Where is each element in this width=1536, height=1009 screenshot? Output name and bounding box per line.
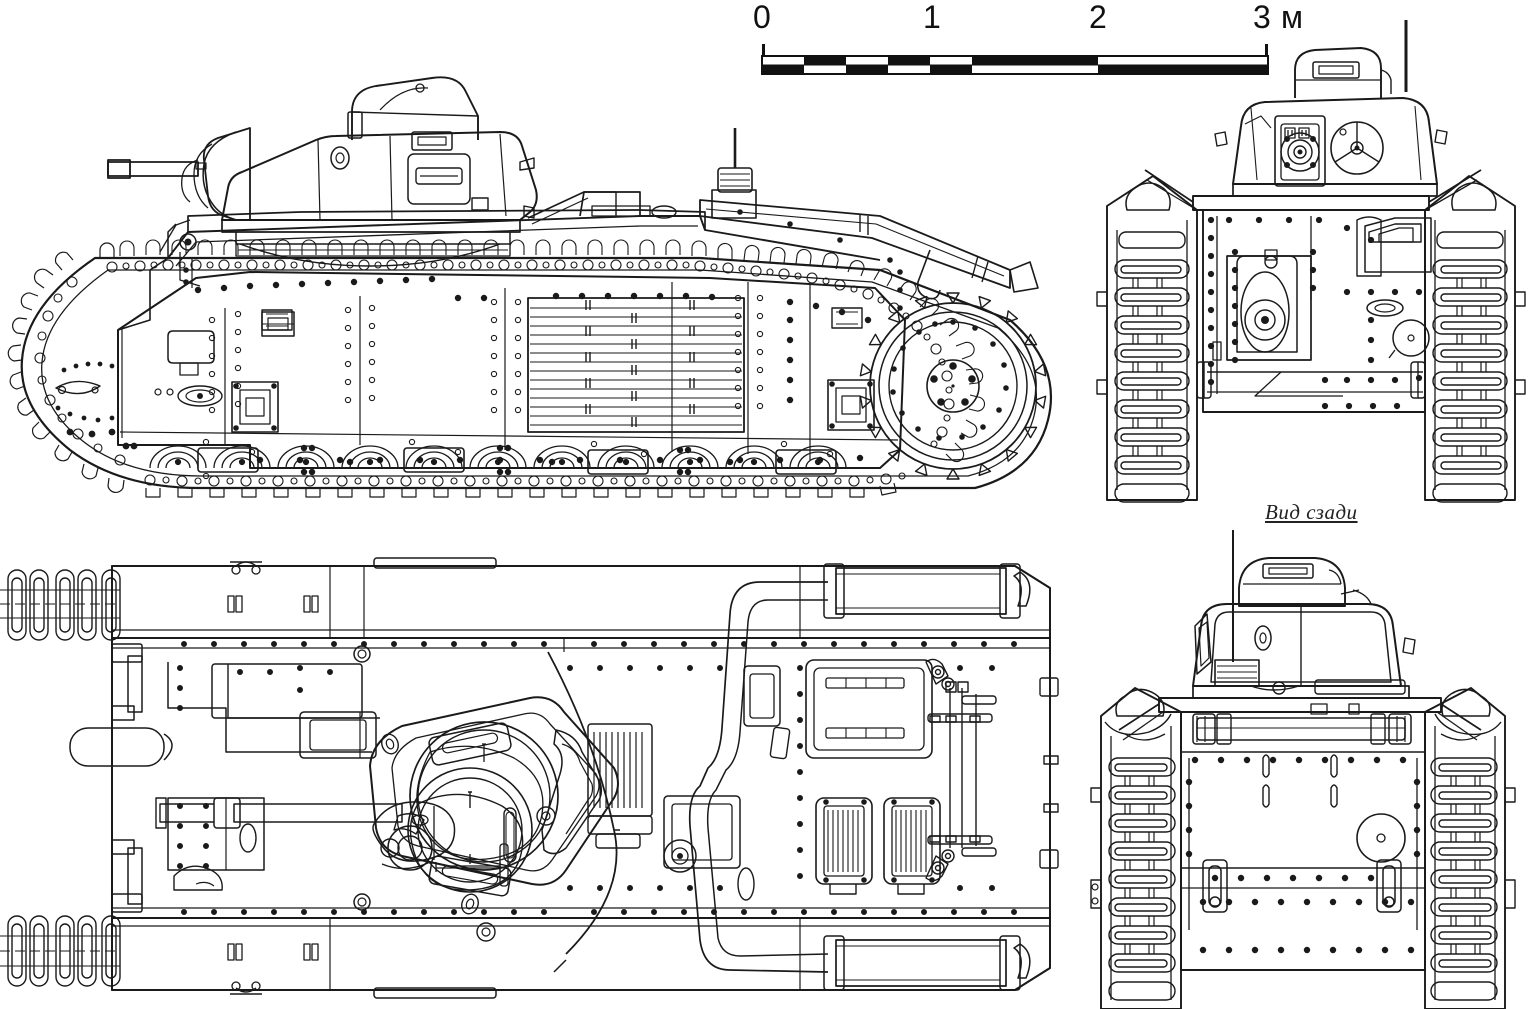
scale-tick-0: 0 [753, 0, 771, 35]
rear-view [1090, 530, 1516, 1009]
scale-bar-graphic [761, 44, 1269, 75]
scale-tick-1: 1 [923, 0, 941, 35]
turret [221, 76, 538, 267]
scale-bar: 0 1 2 3 м [745, 0, 1315, 80]
rear-view-label: Вид сзади [1265, 500, 1358, 524]
scale-tick-3: 3 [1253, 0, 1271, 35]
rear-view-right-track [1424, 687, 1516, 1009]
front-view [1096, 20, 1526, 503]
road-wheels [149, 445, 847, 469]
plan-view [0, 557, 1059, 999]
plan-left-bogies [0, 569, 121, 641]
scale-tick-2: 2 [1089, 0, 1107, 35]
side-view [7, 76, 1053, 498]
turret-plan [369, 696, 619, 942]
plan-left-bogies-bottom [0, 915, 121, 987]
scale-bar-labels: 0 1 2 3 м [745, 0, 1315, 44]
hull-gun-plan [155, 767, 533, 893]
drive-sprocket [859, 292, 1047, 480]
rear-view-left-track [1090, 687, 1182, 1009]
track-links-top [99, 242, 115, 258]
turret-gun [107, 127, 251, 221]
front-view-left-track [1096, 175, 1198, 503]
exhaust-system [688, 563, 1031, 991]
front-view-right-track [1424, 175, 1526, 503]
scale-unit-label: м [1281, 0, 1303, 35]
